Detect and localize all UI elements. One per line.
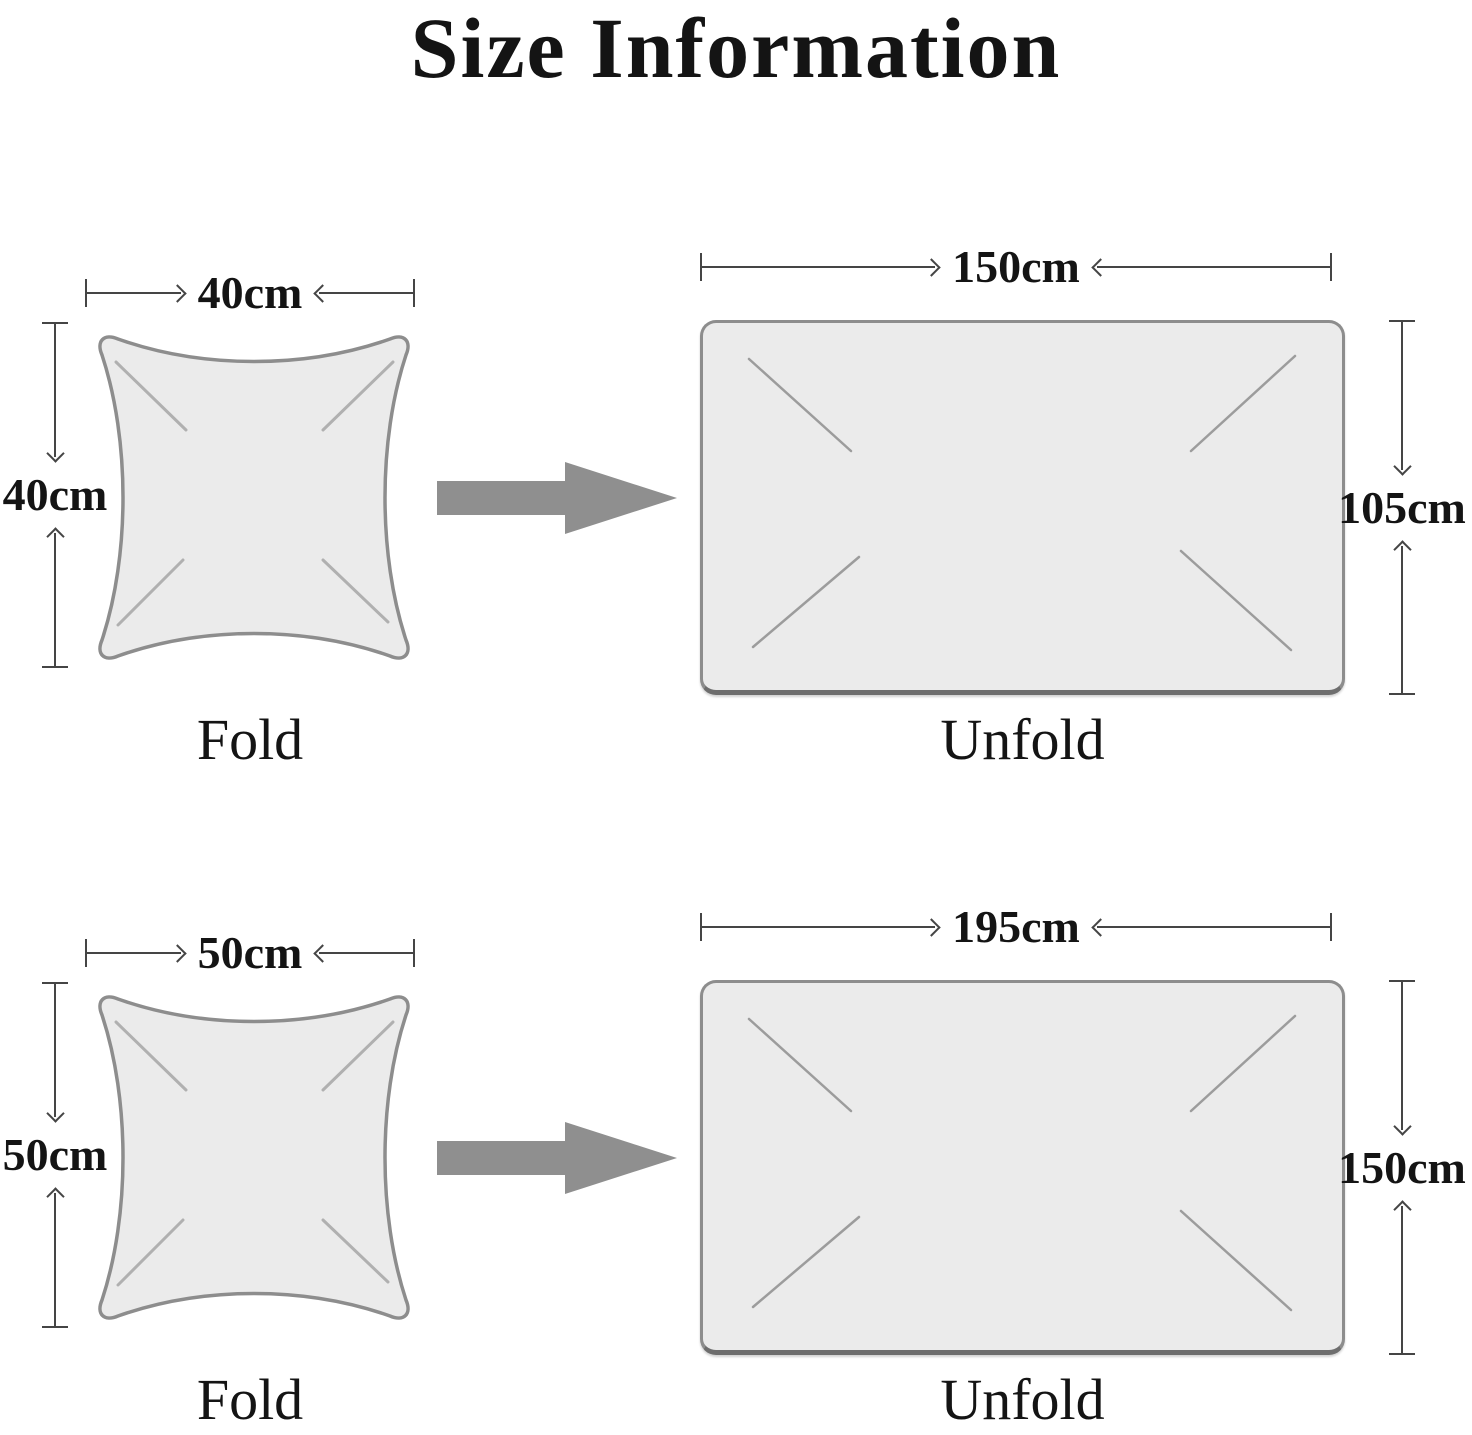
dimension-line — [313, 943, 413, 963]
fold-height-dimension: 50cm — [3, 982, 107, 1328]
dimension-tick — [1389, 1353, 1415, 1355]
dimension-line — [45, 1187, 65, 1326]
crease-marks — [747, 1014, 1297, 1312]
unfold-width-value: 195cm — [952, 901, 1080, 952]
dimension-line — [1091, 257, 1330, 277]
crease-marks — [114, 360, 395, 627]
arrow-left-icon — [1091, 257, 1110, 277]
unfolded-blanket — [700, 320, 1345, 695]
arrow-left-icon — [313, 943, 333, 963]
unfolded-blanket — [700, 980, 1345, 1355]
dimension-line — [1392, 539, 1412, 693]
size-row-large: 50cm 50cm — [0, 900, 1472, 1432]
fold-width-dimension: 40cm — [85, 270, 415, 316]
arrow-up-icon — [1392, 539, 1412, 559]
arrow-up-icon — [45, 1187, 65, 1206]
crease-marks — [747, 354, 1297, 652]
fold-height-dimension: 40cm — [3, 322, 107, 668]
dimension-tick — [42, 322, 68, 324]
unfold-height-value: 150cm — [1338, 1141, 1466, 1193]
fold-to-unfold-arrow-icon — [437, 1122, 677, 1194]
dimension-line — [1392, 322, 1412, 476]
dimension-line — [45, 527, 65, 666]
dimension-line — [313, 283, 413, 303]
dimension-line — [702, 257, 941, 277]
arrow-right-icon — [167, 943, 187, 963]
unfold-width-dimension: 150cm — [700, 244, 1332, 290]
unfold-height-dimension: 150cm — [1332, 980, 1472, 1355]
arrow-down-icon — [1392, 1116, 1412, 1136]
dimension-tick — [42, 1326, 68, 1328]
unfold-caption: Unfold — [940, 1367, 1105, 1432]
crease-marks — [114, 1020, 395, 1287]
fold-width-value: 50cm — [197, 927, 303, 978]
dimension-tick — [1389, 320, 1415, 322]
unfold-caption: Unfold — [940, 707, 1105, 772]
dimension-line — [45, 324, 65, 463]
fold-height-value: 40cm — [2, 469, 108, 520]
dimension-tick — [1389, 693, 1415, 695]
dimension-tick — [700, 913, 702, 941]
dimension-tick — [42, 982, 68, 984]
arrow-down-icon — [45, 444, 65, 463]
dimension-line — [1392, 1199, 1412, 1353]
arrow-left-icon — [1091, 917, 1110, 937]
dimension-tick — [413, 939, 415, 967]
dimension-line — [702, 917, 941, 937]
dimension-line — [87, 283, 187, 303]
dimension-line — [1392, 982, 1412, 1136]
dimension-line — [87, 943, 187, 963]
arrow-right-icon — [922, 917, 941, 937]
folded-pillow-icon — [98, 995, 410, 1320]
dimension-tick — [42, 666, 68, 668]
size-row-small: 40cm 40cm — [0, 240, 1472, 772]
fold-caption: Fold — [196, 1367, 304, 1432]
fold-to-unfold-arrow-icon — [437, 462, 677, 534]
dimension-tick — [85, 279, 87, 307]
unfold-height-dimension: 105cm — [1332, 320, 1472, 695]
fold-width-dimension: 50cm — [85, 930, 415, 976]
dimension-tick — [700, 253, 702, 281]
arrow-down-icon — [45, 1104, 65, 1123]
dimension-line — [1091, 917, 1330, 937]
dimension-tick — [1330, 913, 1332, 941]
arrow-left-icon — [313, 283, 333, 303]
fold-width-value: 40cm — [197, 267, 303, 318]
unfold-width-value: 150cm — [952, 241, 1080, 292]
dimension-tick — [413, 279, 415, 307]
folded-pillow-icon — [98, 335, 410, 660]
arrow-up-icon — [1392, 1199, 1412, 1219]
arrow-right-icon — [922, 257, 941, 277]
dimension-tick — [1389, 980, 1415, 982]
fold-caption: Fold — [196, 707, 304, 772]
arrow-down-icon — [1392, 456, 1412, 476]
unfold-height-value: 105cm — [1338, 481, 1466, 533]
arrow-up-icon — [45, 527, 65, 546]
arrow-right-icon — [167, 283, 187, 303]
unfold-width-dimension: 195cm — [700, 904, 1332, 950]
dimension-tick — [1330, 253, 1332, 281]
fold-height-value: 50cm — [2, 1129, 108, 1180]
dimension-line — [45, 984, 65, 1123]
page-title: Size Information — [410, 0, 1062, 96]
dimension-tick — [85, 939, 87, 967]
